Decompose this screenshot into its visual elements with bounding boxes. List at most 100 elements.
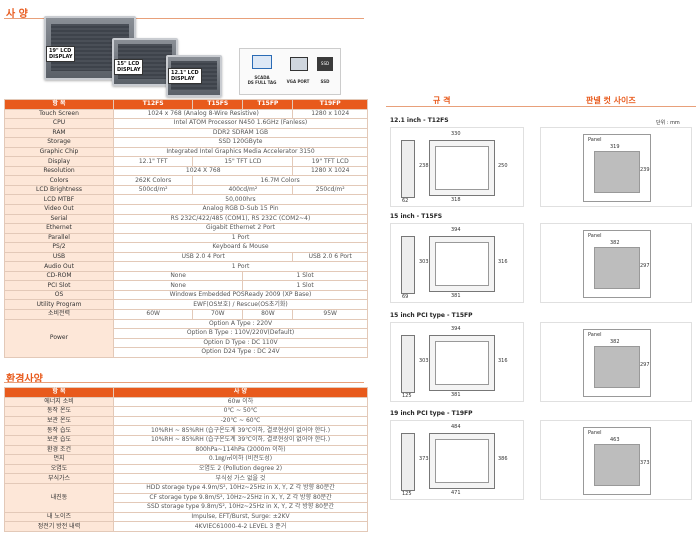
cut-size-box: Panel 319 239 [540,127,692,207]
spec-row-label: CD-ROM [4,270,114,282]
side-view [401,335,415,393]
spec-row-value: USB 2.0 4 Port [112,251,294,263]
spec-row-value: 400cd/m² [192,184,294,196]
depth-dimension: 125 [402,491,412,497]
panel-label: Panel [588,332,602,338]
cut-size-box: Panel 463 373 [540,420,692,500]
spec-row-label: Video Out [4,204,114,215]
spec-header-cell: 항 목 [4,99,114,110]
cut-panel: Panel 319 239 [583,134,651,202]
depth-dimension: 125 [402,393,412,399]
env-row-value: CF storage type 9.8m/S², 10Hz~25Hz in X,… [113,492,368,504]
spec-row-label: Display [4,156,114,167]
env-row-label: 오염도 [4,463,114,475]
model-title: 12.1 inch - T12FS [390,117,449,124]
spec-row-value: 1024 X 768 [112,165,294,177]
vga-port-icon [290,57,308,71]
spec-row-value: 500cd/m² [112,184,194,196]
panel-label: Panel [588,233,602,239]
panel-label: Panel [588,137,602,143]
env-row-value: 10%RH ~ 85%RH (습구온도계 39℃이하, 결로현상이 없어야 한다… [113,425,368,436]
spec-row-label: Graphic Chip [4,146,114,158]
side-view [401,140,415,198]
model-title: 19 inch PCI type - T19FP [390,410,473,417]
env-row-label: 보관 습도 [4,434,114,446]
width-dimension: 484 [451,424,461,430]
power-option: Option D24 Type : DC 24V [113,347,368,358]
width-dimension: 394 [451,326,461,332]
inner-height-dimension: 303 [419,358,429,364]
depth-dimension: 62 [402,198,409,204]
spec-row-value: None [112,280,244,291]
spec-row-label: 소비전력 [4,309,114,320]
env-row-value: HDD storage type 4.9m/S², 10Hz~25Hz in X… [113,482,368,494]
height-dimension: 316 [498,259,508,265]
spec-row-value: 12.1" TFT [112,156,194,167]
front-view [429,335,495,391]
cut-size-box: Panel 382 297 [540,223,692,303]
env-row-value: 60w 이하 [113,396,368,408]
env-header-cell: 항 목 [4,387,114,398]
spec-row-label: PS/2 [4,242,114,253]
inner-width-dimension: 318 [451,197,461,203]
env-row-value: 0℃ ~ 50℃ [113,406,368,417]
spec-row-label: LCD Brightness [4,184,114,196]
spec-row-label: OS [4,289,114,301]
height-dimension: 250 [498,163,508,169]
scada-label: SCADA DS FULL TAG [247,75,277,85]
cut-width-dimension: 319 [610,144,620,150]
env-row-label: 부식가스 [4,473,114,484]
side-view [401,433,415,491]
dimension-drawing-box: 62 330 318 250 238 [390,127,524,207]
spec-header-cell: T15FS [192,99,244,110]
spec-row-value: 16.7M Colors [192,175,368,186]
cut-width-dimension: 382 [610,240,620,246]
spec-row-label: Touch Screen [4,108,114,120]
model-title: 15 inch PCI type - T15FP [390,312,473,319]
spec-header-cell: T15FP [242,99,294,110]
inner-height-dimension: 238 [419,163,429,169]
env-row-value: 0.1㎎/㎥이하 (비전도성) [113,454,368,465]
spec-row-value: 250cd/m² [292,184,368,196]
spec-row: Option D24 Type : DC 24V [5,347,368,358]
spec-row-value: 1280 x 1024 [292,108,368,120]
front-view [429,140,495,196]
inner-height-dimension: 373 [419,456,429,462]
inner-height-dimension: 303 [419,259,429,265]
spec-row-label: Power [4,318,114,358]
dimension-drawing-box: 69 394 381 316 303 [390,223,524,303]
spec-section-title: 사 양 [6,9,28,20]
spec-row-label: Ethernet [4,223,114,234]
spec-row-value: 1024 x 768 (Analog 8-Wire Resistive) [112,108,294,120]
spec-row-value: 19" TFT LCD [292,156,368,167]
env-row-value: 800hPa~114hPa (2000m 이하) [113,444,368,456]
spec-row-label: Utility Program [4,299,114,311]
label-12-lcd: 12.1" LCD DISPLAY [168,68,202,84]
inner-width-dimension: 381 [451,293,461,299]
env-row-label: 보관 온도 [4,415,114,427]
cut-panel: Panel 382 297 [583,329,651,397]
env-section-title: 환경사양 [6,374,43,385]
ssd-label: SSD [320,79,330,84]
spec-row-label: Parallel [4,232,114,244]
env-row: 보관 온도-20℃ ~ 60℃ [4,415,368,427]
label-15-lcd: 15" LCD DISPLAY [114,59,144,75]
spec-row-label: LCD MTBF [4,194,114,205]
spec-row-label: Resolution [4,165,114,177]
spec-row-value: RS 232C/422/485 (COM1), RS 232C (COM2~4) [113,213,368,225]
env-row-value: 10%RH ~ 85%RH (습구온도계 39℃이하, 결로현상이 없어야 한다… [113,434,368,446]
